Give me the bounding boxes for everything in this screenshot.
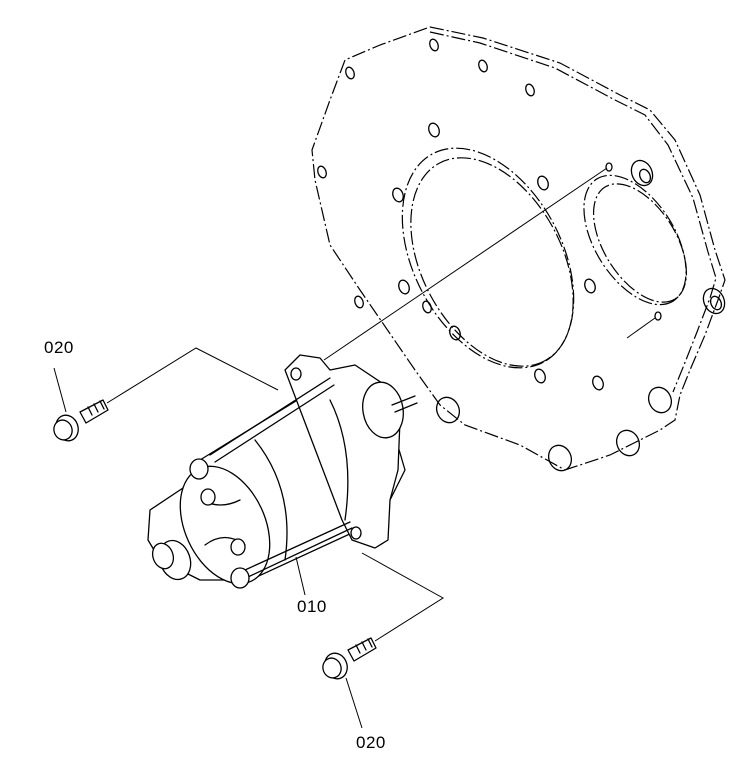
housing-plate (311, 26, 726, 472)
alignment-line (323, 167, 608, 361)
callout-top-bolt: 020 (44, 338, 74, 357)
callout-starter: 010 (297, 597, 327, 616)
callout-bottom-bolt: 020 (356, 733, 386, 752)
bolt-bottom (322, 552, 444, 729)
bolt-top (53, 347, 279, 442)
starter-motor (147, 354, 418, 589)
leader-010 (295, 556, 306, 596)
